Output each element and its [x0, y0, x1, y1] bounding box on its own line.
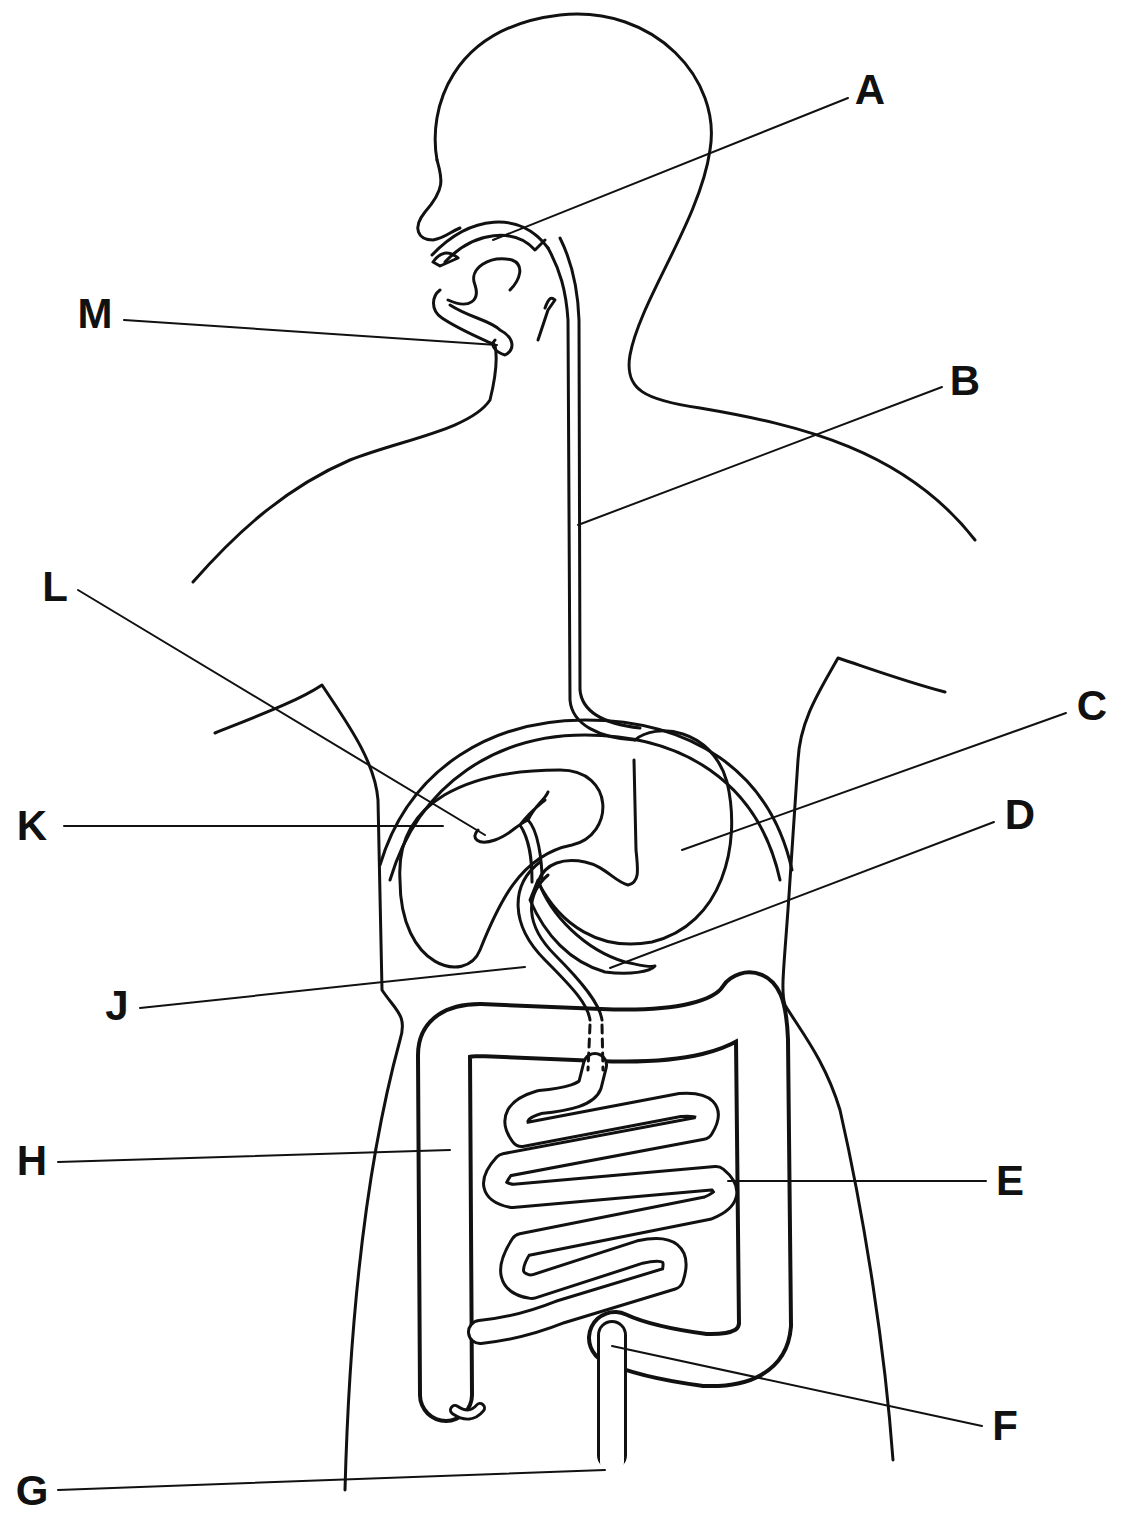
part-letter: J: [105, 985, 128, 1027]
larynx: [450, 305, 512, 355]
esophagus: [548, 248, 635, 740]
part-letter: C: [1077, 685, 1107, 727]
gall-bladder: [475, 792, 548, 882]
small-intestine: [480, 1065, 725, 1332]
epiglottis: [538, 298, 555, 340]
part-letter: F: [992, 1405, 1018, 1447]
diaphragm: [390, 735, 780, 880]
esophagus: [560, 238, 640, 728]
rectum: [600, 1335, 624, 1462]
duodenum: [518, 862, 590, 1020]
small-intestine: [480, 1065, 725, 1332]
duodenum: [588, 1025, 603, 1070]
part-letter: D: [1005, 794, 1035, 836]
face-outline: [418, 160, 460, 240]
torso-outline: [215, 685, 402, 1490]
stomach: [538, 731, 732, 944]
duodenum: [532, 875, 602, 1020]
torso-outline: [783, 658, 945, 1460]
leader-lines: [58, 98, 1066, 1490]
head-outline: [435, 14, 975, 540]
pancreas: [530, 880, 655, 973]
part-letter: G: [16, 1470, 49, 1512]
appendix: [455, 1408, 480, 1415]
appendix: [455, 1408, 480, 1415]
part-letter: E: [996, 1160, 1024, 1202]
part-letter: L: [42, 566, 68, 608]
part-letter: M: [78, 293, 113, 335]
part-letter: H: [17, 1140, 47, 1182]
part-letter: A: [855, 69, 885, 111]
part-letter: B: [950, 360, 980, 402]
tongue: [448, 259, 520, 304]
liver: [400, 770, 603, 967]
palate: [432, 222, 548, 262]
part-letter: K: [17, 805, 47, 847]
